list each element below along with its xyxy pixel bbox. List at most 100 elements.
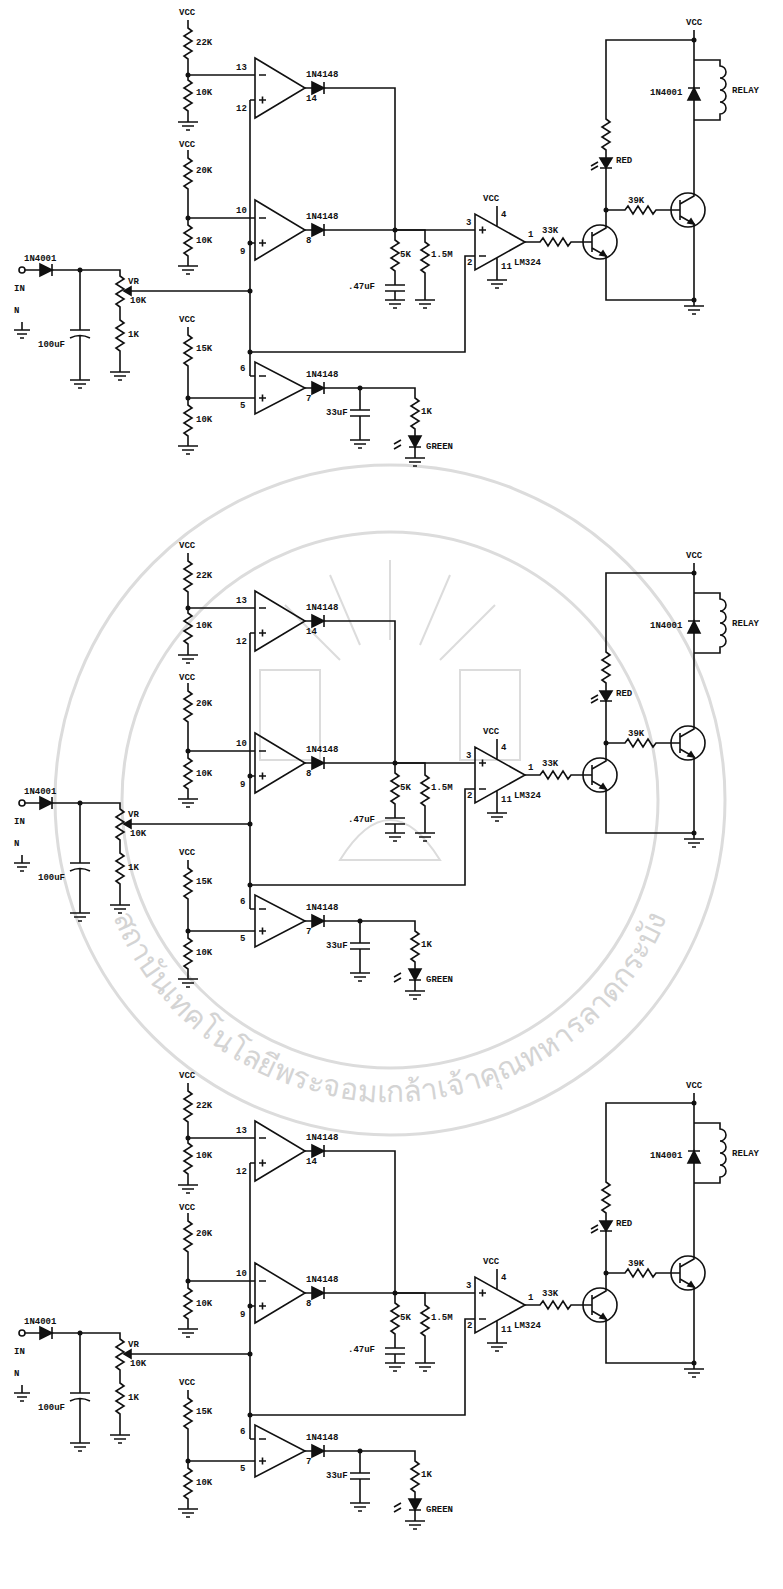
component-label: VR xyxy=(128,1340,139,1350)
component-label: 39K xyxy=(628,196,644,206)
component-label: 11 xyxy=(501,795,512,805)
component-label: 1N4148 xyxy=(306,903,338,913)
component-label: 5 xyxy=(240,401,245,411)
component-label: IN xyxy=(14,1347,25,1357)
component-label: LM324 xyxy=(514,258,541,268)
component-label: RED xyxy=(616,1219,632,1229)
component-label: 10K xyxy=(130,296,146,306)
component-label: 22K xyxy=(196,571,212,581)
circuit-copy xyxy=(14,1083,726,1529)
component-label: .47uF xyxy=(348,1345,375,1355)
component-label: VCC xyxy=(179,1203,195,1213)
component-label: RELAY xyxy=(732,1149,759,1159)
component-label: 1N4148 xyxy=(306,70,338,80)
component-label: 6 xyxy=(240,364,245,374)
component-label: VCC xyxy=(483,727,499,737)
component-label: VCC xyxy=(483,1257,499,1267)
component-label: 12 xyxy=(236,1167,247,1177)
component-label: 10K xyxy=(196,1478,212,1488)
component-label: .47uF xyxy=(348,815,375,825)
component-label: 1N4148 xyxy=(306,1275,338,1285)
component-label: 15K xyxy=(196,1407,212,1417)
component-label: 13 xyxy=(236,1126,247,1136)
component-label: 1K xyxy=(128,1393,139,1403)
component-label: 10K xyxy=(196,621,212,631)
component-label: RELAY xyxy=(732,619,759,629)
component-label: VCC xyxy=(179,541,195,551)
component-label: 4 xyxy=(501,1273,506,1283)
component-label: 5K xyxy=(400,250,411,260)
component-label: 14 xyxy=(306,627,317,637)
component-label: 1N4001 xyxy=(24,254,56,264)
component-label: 2 xyxy=(467,1321,472,1331)
component-label: LM324 xyxy=(514,1321,541,1331)
component-label: GREEN xyxy=(426,1505,453,1515)
component-label: 13 xyxy=(236,63,247,73)
component-label: 1.5M xyxy=(431,783,453,793)
component-label: VR xyxy=(128,810,139,820)
component-label: 33K xyxy=(542,226,558,236)
component-label: 1 xyxy=(528,763,533,773)
component-label: VCC xyxy=(179,1071,195,1081)
component-label: 33uF xyxy=(326,941,348,951)
component-label: 22K xyxy=(196,38,212,48)
component-label: 3 xyxy=(466,218,471,228)
component-label: 14 xyxy=(306,94,317,104)
component-label: 7 xyxy=(306,927,311,937)
component-label: 10K xyxy=(196,415,212,425)
component-label: IN xyxy=(14,284,25,294)
component-label: 4 xyxy=(501,743,506,753)
component-label: VCC xyxy=(179,673,195,683)
component-label: 39K xyxy=(628,1259,644,1269)
component-label: 1K xyxy=(421,1470,432,1480)
component-label: 9 xyxy=(240,1310,245,1320)
component-label: 15K xyxy=(196,344,212,354)
component-label: 4 xyxy=(501,210,506,220)
component-label: 13 xyxy=(236,596,247,606)
component-label: 10K xyxy=(196,769,212,779)
component-label: 5 xyxy=(240,934,245,944)
component-label: 22K xyxy=(196,1101,212,1111)
watermark-text: สถาบันเทคโนโลยีพระจอมเกล้าเจ้าคุณทหารลาด… xyxy=(106,905,674,1109)
component-label: 1N4001 xyxy=(650,88,682,98)
component-label: VCC xyxy=(179,1378,195,1388)
component-label: 10K xyxy=(130,829,146,839)
component-label: 5 xyxy=(240,1464,245,1474)
component-label: 1 xyxy=(528,230,533,240)
component-label: 1N4148 xyxy=(306,1133,338,1143)
component-label: 11 xyxy=(501,1325,512,1335)
component-label: 10K xyxy=(196,1299,212,1309)
component-label: 100uF xyxy=(38,1403,65,1413)
component-label: VR xyxy=(128,277,139,287)
component-label: 33K xyxy=(542,759,558,769)
component-label: VCC xyxy=(483,194,499,204)
component-label: 8 xyxy=(306,1299,311,1309)
component-label: 5K xyxy=(400,1313,411,1323)
component-label: VCC xyxy=(686,551,702,561)
component-label: 100uF xyxy=(38,340,65,350)
component-label: 1N4148 xyxy=(306,603,338,613)
component-label: 1N4148 xyxy=(306,370,338,380)
component-label: N xyxy=(14,306,19,316)
component-label: 6 xyxy=(240,1427,245,1437)
circuit-copy xyxy=(14,20,726,466)
component-label: 1N4001 xyxy=(650,1151,682,1161)
component-label: 1N4001 xyxy=(24,1317,56,1327)
component-label: 10K xyxy=(196,1151,212,1161)
component-label: VCC xyxy=(179,315,195,325)
circuit-copy xyxy=(14,553,726,999)
component-label: 8 xyxy=(306,236,311,246)
component-label: 20K xyxy=(196,699,212,709)
component-label: 20K xyxy=(196,166,212,176)
component-label: N xyxy=(14,839,19,849)
component-label: 14 xyxy=(306,1157,317,1167)
component-label: .47uF xyxy=(348,282,375,292)
component-label: 1N4148 xyxy=(306,1433,338,1443)
component-label: 1N4001 xyxy=(24,787,56,797)
watermark-text: สถาบันเทคโนโลยีพระจอมเกล้าเจ้าคุณทหารลาด… xyxy=(106,905,674,1109)
component-label: 9 xyxy=(240,247,245,257)
component-label: VCC xyxy=(179,8,195,18)
component-label: 10K xyxy=(196,88,212,98)
component-label: 1K xyxy=(128,863,139,873)
